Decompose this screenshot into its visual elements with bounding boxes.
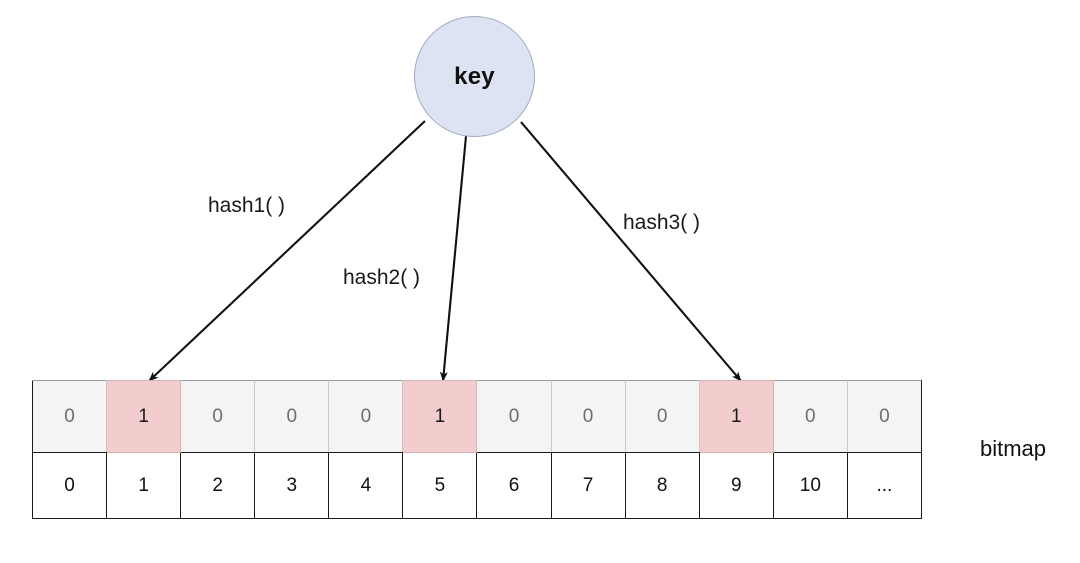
- bitmap-index-cell-3: 3: [254, 452, 330, 519]
- bitmap-bit-cell-9: 1: [698, 380, 774, 453]
- bitmap-index-cell-11: ...: [846, 452, 923, 519]
- hash1-label: hash1( ): [208, 194, 286, 217]
- bitmap-bit-cell-4: 0: [328, 380, 404, 453]
- bitmap-index-cell-9: 9: [698, 452, 774, 519]
- bitmap-bit-cell-0: 0: [31, 380, 108, 453]
- bitmap-bit-cell-6: 0: [476, 380, 552, 453]
- hash2-arrow: [439, 135, 468, 382]
- bitmap-index-cell-4: 4: [328, 452, 404, 519]
- bitmap-bit-cell-3: 0: [254, 380, 330, 453]
- hash1-arrow: [148, 120, 426, 382]
- bitmap-bit-cell-5: 1: [402, 380, 478, 453]
- bitmap-index-cell-5: 5: [402, 452, 478, 519]
- bitmap-bit-cell-11: 0: [846, 380, 923, 453]
- bitmap-bit-cell-7: 0: [550, 380, 626, 453]
- hash3-arrow: [520, 121, 742, 382]
- bitmap-index-cell-6: 6: [476, 452, 552, 519]
- bitmap-bit-cell-10: 0: [772, 380, 848, 453]
- bitmap-bit-cell-8: 0: [624, 380, 700, 453]
- bitmap-index-cell-8: 8: [624, 452, 700, 519]
- bitmap-bit-cell-2: 0: [180, 380, 256, 453]
- bitmap-caption: bitmap: [980, 436, 1047, 461]
- hash2-label: hash2( ): [343, 266, 421, 289]
- bitmap-index-cell-0: 0: [31, 452, 108, 519]
- hash3-label: hash3( ): [623, 211, 701, 234]
- bitmap-bit-cell-1: 1: [106, 380, 182, 453]
- bitmap-index-cell-10: 10: [772, 452, 848, 519]
- bitmap-index-cell-7: 7: [550, 452, 626, 519]
- key-node-label: key: [454, 62, 495, 90]
- bitmap-index-cell-1: 1: [106, 452, 182, 519]
- key-node: key: [414, 16, 535, 137]
- bitmap-index-cell-2: 2: [180, 452, 256, 519]
